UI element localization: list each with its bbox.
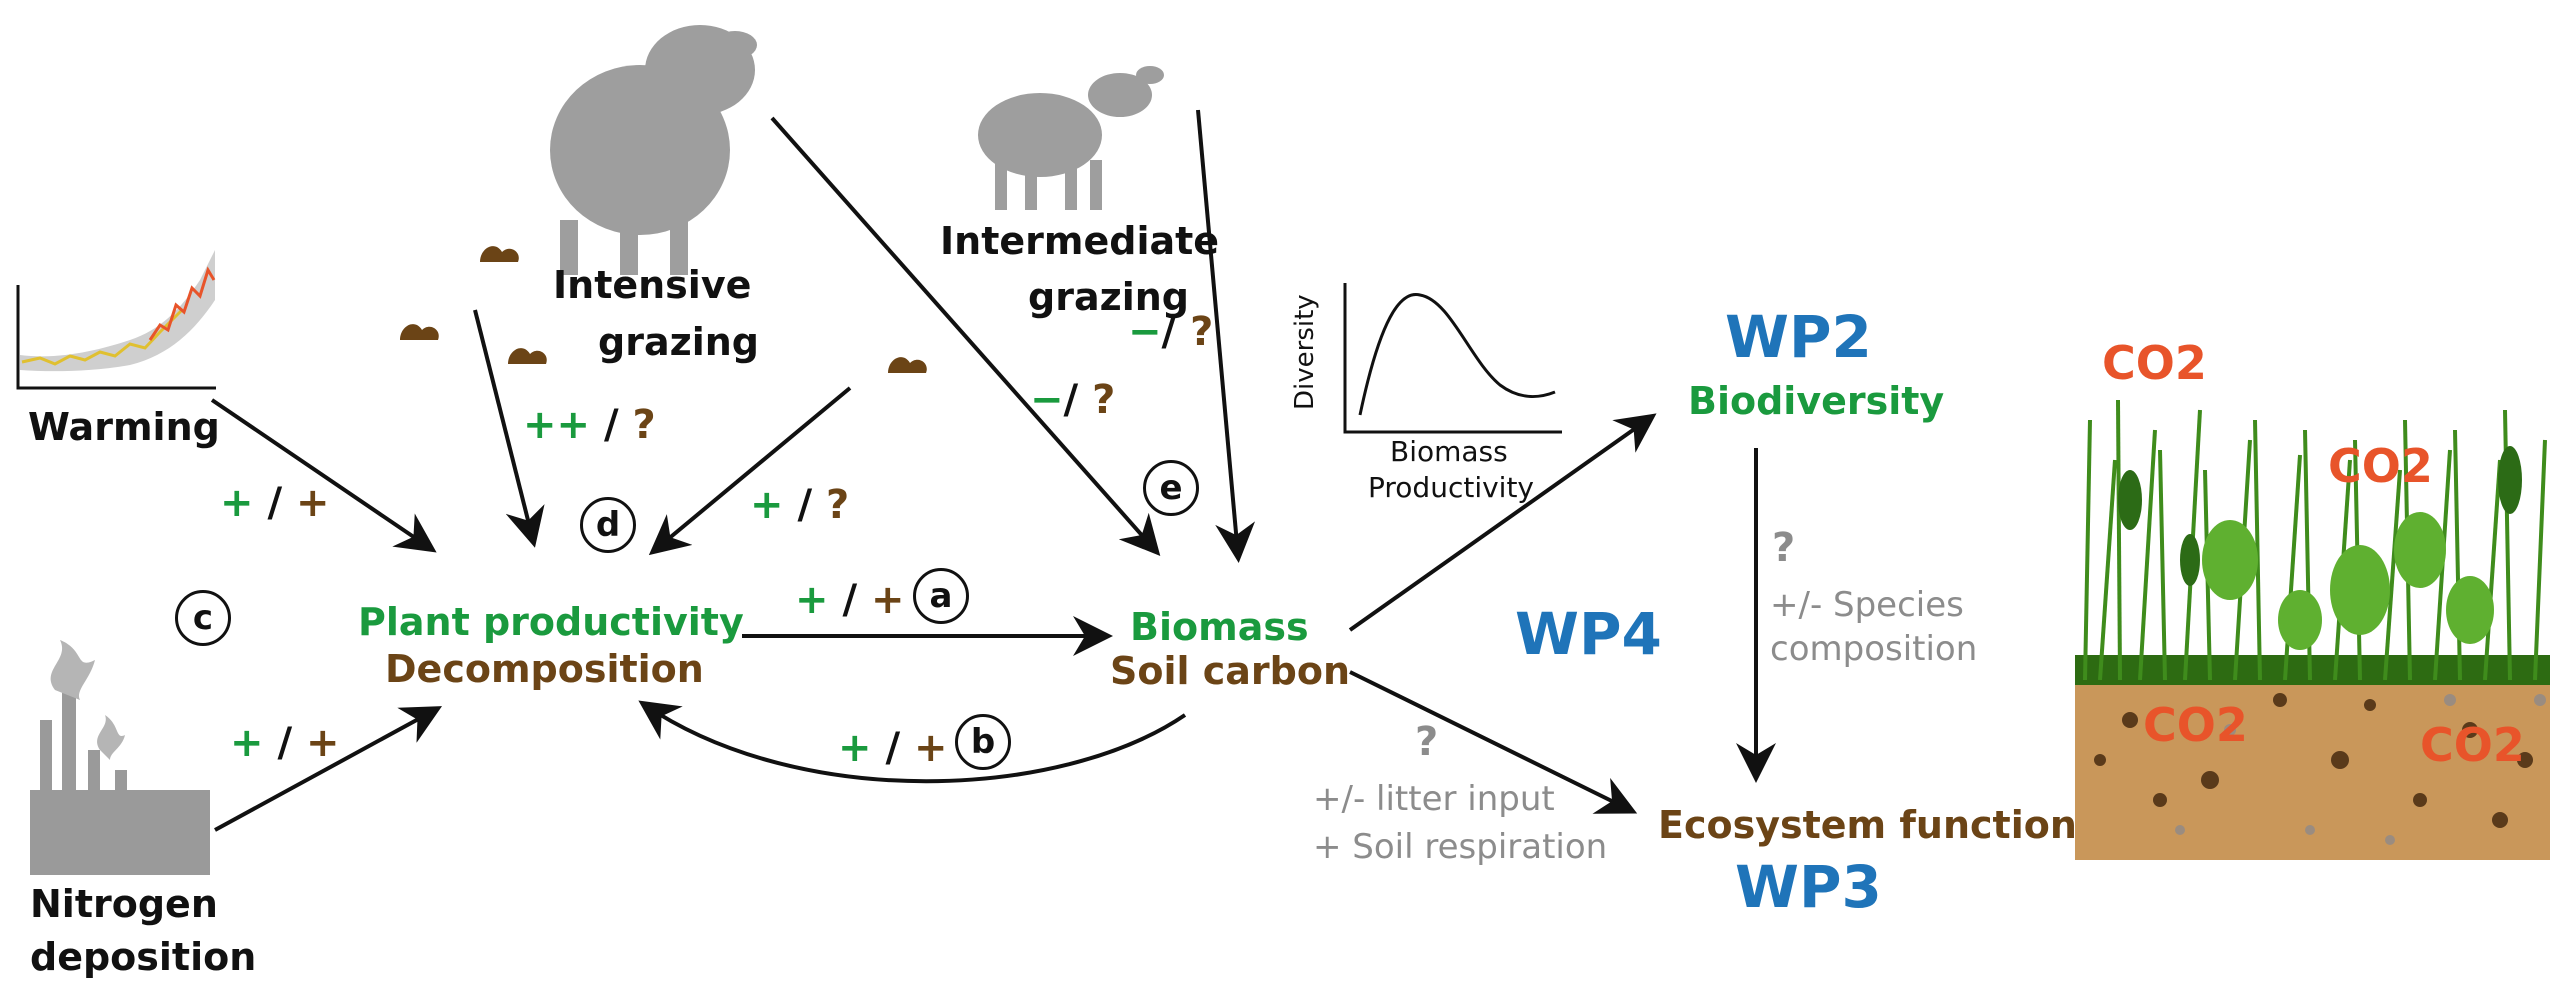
intensive-grazing-label-line1: Intensive — [553, 263, 752, 307]
sheep-icon — [550, 25, 757, 275]
co2-label: CO2 — [2420, 718, 2525, 772]
link-a-effect: + / + — [795, 577, 905, 623]
circle-label-a: a — [913, 568, 969, 624]
warming-graph-icon — [16, 250, 216, 390]
dung-icon — [400, 246, 927, 373]
ecosystem-function-node: Ecosystem function — [1658, 803, 2077, 847]
nitrogen-label-line1: Nitrogen — [30, 882, 218, 926]
plant-productivity-node: Plant productivity — [358, 600, 744, 644]
intensive-dung-effect: ++ / ? — [523, 402, 656, 448]
biodiversity-node: Biodiversity — [1688, 379, 1945, 423]
inset-chart-xlabel-line1: Biomass — [1390, 435, 1508, 468]
circle-label-e: e — [1143, 460, 1199, 516]
grassland-soil-icon — [2075, 399, 2550, 860]
arrows — [210, 109, 1776, 832]
sheep-icon — [978, 66, 1164, 210]
intensive-biomass-effect: −/ ? — [1030, 377, 1116, 423]
wp2-label: WP2 — [1725, 303, 1872, 371]
circle-label-b: b — [955, 714, 1011, 770]
litter-input-text: +/- litter input — [1313, 779, 1555, 819]
warming-effect: + / + — [220, 480, 330, 526]
soil-carbon-node: Soil carbon — [1110, 649, 1351, 693]
inset-diversity-chart — [1343, 283, 1562, 434]
ecosystem-question-mark: ? — [1415, 719, 1439, 765]
wp3-label: WP3 — [1735, 853, 1882, 921]
circle-label-c: c — [175, 590, 231, 646]
link-b-effect: + / + — [838, 725, 948, 771]
intermediate-biomass-effect: −/ ? — [1128, 309, 1214, 355]
intensive-grazing-label-line2: grazing — [598, 320, 759, 364]
wp4-label: WP4 — [1515, 600, 1662, 668]
co2-label: CO2 — [2143, 698, 2248, 752]
warming-label: Warming — [28, 405, 220, 449]
soil-respiration-text: + Soil respiration — [1313, 827, 1608, 867]
inset-chart-xlabel-line2: Productivity — [1368, 471, 1534, 504]
nitrogen-effect: + / + — [230, 720, 340, 766]
species-composition-line2: composition — [1770, 629, 1978, 669]
inset-chart-ylabel: Diversity — [1290, 294, 1320, 410]
intermediate-dung-effect: + / ? — [750, 482, 850, 528]
factory-icon — [30, 640, 210, 875]
circle-label-d: d — [580, 497, 636, 553]
intermediate-grazing-label-line1: Intermediate — [940, 219, 1220, 263]
biomass-node: Biomass — [1130, 605, 1309, 649]
nitrogen-label-line2: deposition — [30, 935, 257, 979]
co2-label: CO2 — [2102, 336, 2207, 390]
intermediate-grazing-label-line2: grazing — [1028, 275, 1189, 319]
co2-label: CO2 — [2328, 439, 2433, 493]
decomposition-node: Decomposition — [385, 647, 704, 691]
species-composition-line1: +/- Species — [1770, 585, 1964, 625]
biodiversity-question-mark: ? — [1772, 525, 1796, 571]
